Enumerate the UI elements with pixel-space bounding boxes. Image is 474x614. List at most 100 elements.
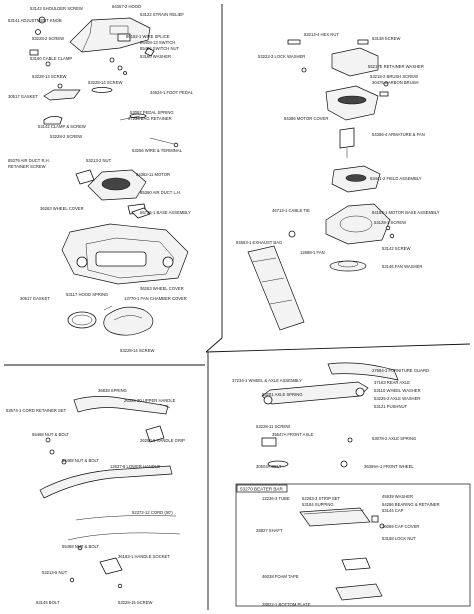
part-label: 53144 CAP — [382, 508, 404, 513]
part-label: 53145 BOLT — [36, 600, 60, 605]
part-label: 53184 SUPPING — [302, 502, 334, 507]
part-label: 53228-13 SCREW — [32, 74, 66, 79]
part-label: 53256 WIRE & TERMINAL — [132, 148, 183, 153]
part-label: 36263 WHEEL COVER — [40, 206, 84, 211]
part-label: 53441-2 FIELD ASSEMBLY — [370, 176, 422, 181]
part-label: 53228-15 SCREW — [118, 600, 152, 605]
part-label: 12688-1 FAN — [300, 250, 325, 255]
foam-tape — [341, 557, 371, 571]
part-label: 53225-2 AXLE WASHER — [374, 396, 420, 401]
part-label: 28822-1 BOTTOM PLATE — [262, 602, 311, 607]
part-label: 52372-12 CORD (50') — [132, 510, 173, 515]
armature — [339, 127, 355, 149]
part-label: 53160 WASHER — [140, 54, 171, 59]
front-axle — [261, 437, 277, 447]
part-label: 85360 AIR DUCT L.H. — [140, 190, 181, 195]
part-label: 53201 AXLE SPRING — [262, 392, 303, 397]
part-label: 53228-14 SCREW — [88, 80, 122, 85]
part-label: 85466 SWITCH NUT — [140, 46, 180, 51]
part-label: 86408-13 SWITCH — [140, 40, 175, 45]
part-label: 37234-1 WHEEL & AXLE ASSEMBLY — [232, 378, 302, 383]
beater-bar-title-box — [236, 484, 288, 493]
fan-chamber-group — [67, 305, 154, 336]
clamp-part — [43, 116, 63, 125]
part-label: 54356-4 ARMATURE & FAN — [372, 132, 425, 137]
part-label: 53160 CABLE CLAMP — [30, 56, 72, 61]
part-label: 53228-2 SCREW — [50, 134, 82, 139]
part-label: 12236-3 TUBE — [262, 496, 290, 501]
part-label: 53213-2 NUT — [86, 158, 112, 163]
part-label: 53122 STRAIN RELIEF — [140, 12, 184, 17]
part-label: 80152-1 WIRE SPLICE — [126, 34, 170, 39]
upper-handle — [73, 396, 169, 415]
base-assembly-group — [61, 223, 189, 285]
part-label: 53142 SCREW — [382, 246, 410, 251]
part-label: 53078-2 AXLE SPRING — [372, 436, 416, 441]
part-label: 53146 FAN WASHER — [382, 264, 422, 269]
part-label: 84386 MOTOR COVER — [284, 116, 328, 121]
lower-handle — [39, 465, 173, 499]
part-label: 27584-1 FURNITURE GUARD — [372, 368, 429, 373]
part-label: 53222-3 LOCK WASHER — [258, 54, 305, 59]
part-label: 55217E RETAINER WASHER — [368, 64, 424, 69]
part-label: 53168 LOCK NUT — [382, 536, 416, 541]
part-label: RETAINER SCREW — [8, 164, 46, 169]
exhaust-bag — [247, 245, 305, 331]
part-label: 36183-1 HANDLE SOCKET — [118, 554, 170, 559]
labels-bottom-right: 27584-1 FURNITURE GUARD 37234-1 WHEEL & A… — [232, 368, 429, 469]
part-label: 53228-11 SCREW — [256, 424, 290, 429]
beater-tube — [299, 507, 371, 527]
part-label: 30517 GASKET — [8, 94, 38, 99]
part-label: 12637-6 LOWER HANDLE — [110, 464, 160, 469]
foot-pedal — [43, 89, 81, 101]
labels-top-right: 53213-4 HEX NUT 53138 SCREW 53222-3 LOCK W… — [236, 32, 440, 269]
part-label: 53097 PEDAL SPRING — [130, 110, 174, 115]
part-label: 36069 CAP COVER — [382, 524, 419, 529]
part-label: 30476 CARBON BRUSH — [372, 80, 419, 85]
part-label: 53142 CLAMP & SCREW — [38, 124, 86, 129]
part-label: 53128-1 SCREW — [374, 220, 406, 225]
part-label: 30517 GASKET — [20, 296, 50, 301]
hood-group — [69, 17, 151, 53]
part-label: 85379 AIR DUCT R.H. — [8, 158, 50, 163]
part-label: 53121 PUSHNUT — [374, 404, 407, 409]
part-label: 55468 NUT & BOLT — [62, 544, 100, 549]
part-label: 53141 ADJUSTMENT KNOB — [8, 18, 62, 23]
part-label: 84563-1 EXHAUST BAG — [236, 240, 282, 245]
part-label: 34634-1 FOOT PEDAL — [150, 90, 194, 95]
motor-base-assembly — [325, 203, 391, 245]
handle-group — [39, 396, 181, 589]
part-label: 53213-4 HEX NUT — [304, 32, 339, 37]
part-label: 36263 WHEEL COVER — [140, 286, 184, 291]
front-wheel — [340, 460, 348, 468]
part-label: 53213-5 NUT — [42, 570, 68, 575]
part-label: 35647A FRONT AXLE — [272, 432, 314, 437]
part-label: 55468 NUT & BOLT — [32, 432, 70, 437]
cord-lines — [67, 515, 181, 541]
gasket-ring — [67, 311, 97, 329]
handle-socket — [99, 557, 123, 575]
part-label: 53143 SHOULDER SCREW — [30, 6, 83, 11]
bottom-plate — [335, 583, 383, 601]
small-hardware-left — [29, 16, 155, 89]
hood-part — [69, 17, 151, 53]
beater-bar-title: 53270 BEATER BAR — [240, 487, 283, 492]
fan-chamber-cover — [103, 306, 154, 336]
part-label: 53110 WHEEL WASHER — [374, 388, 421, 393]
part-label: 30503A BELT — [256, 464, 282, 469]
part-label: 37234 BAG RETAINER — [128, 116, 172, 121]
vertical-divider-upper — [205, 4, 223, 353]
part-label: 53228-2 SCREW — [32, 36, 64, 41]
part-label: 52263-3 STRIP SET — [302, 496, 341, 501]
section-separators — [4, 4, 471, 610]
motor-exploded-right — [247, 39, 395, 331]
part-label: 53138 SCREW — [372, 36, 400, 41]
part-label: 53218-2 BRUSH SCREW — [370, 74, 418, 79]
part-label: 55468 NUT & BOLT — [62, 458, 100, 463]
handle-grip — [145, 425, 165, 443]
belt — [267, 460, 289, 468]
